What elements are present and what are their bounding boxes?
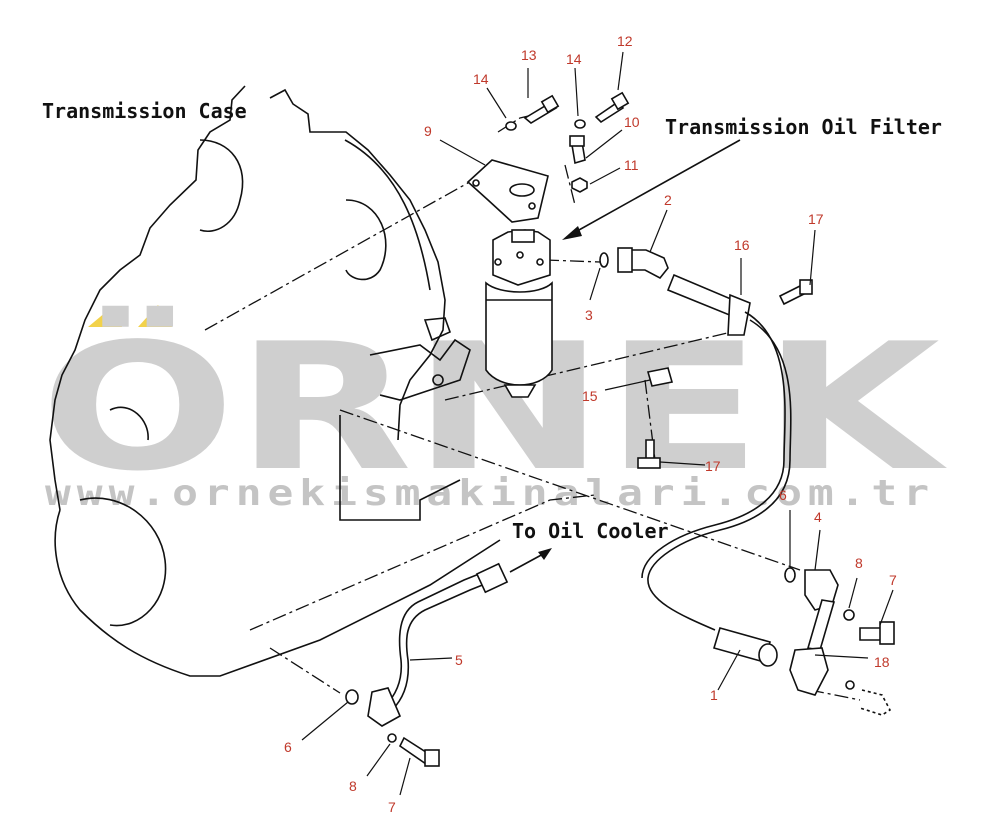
hose-clip (646, 367, 674, 387)
watermark-accent-right (138, 305, 172, 327)
callout-10: 10 (624, 114, 640, 130)
mounting-bolts (505, 91, 630, 193)
callout-16: 16 (734, 237, 750, 253)
callout-17-top: 17 (808, 211, 824, 227)
label-transmission-case: Transmission Case (42, 99, 247, 123)
callout-8-right: 8 (855, 555, 863, 571)
callout-7-right: 7 (889, 572, 897, 588)
elbow-fitting (617, 247, 669, 280)
callout-4: 4 (814, 509, 822, 525)
label-to-oil-cooler: To Oil Cooler (512, 519, 669, 543)
callout-6-right: 6 (779, 487, 787, 503)
assembly-centerlines (204, 111, 861, 701)
filter-bracket (466, 159, 549, 223)
callout-11: 11 (624, 157, 639, 173)
callout-3: 3 (585, 307, 593, 323)
watermark-url: www.ornekismakinalari.com.tr (45, 473, 935, 514)
part-number-callouts: 13 12 14 14 9 10 11 2 17 16 3 15 17 6 4 … (284, 33, 897, 815)
callout-6-left: 6 (284, 739, 292, 755)
transmission-case-outline (49, 85, 501, 677)
oil-hose (641, 273, 792, 631)
callout-12: 12 (617, 33, 633, 49)
label-transmission-oil-filter: Transmission Oil Filter (665, 115, 942, 139)
o-ring (599, 252, 609, 268)
flow-arrows (509, 139, 741, 573)
clip-bolts (637, 279, 813, 469)
oil-cooler-tube (345, 562, 509, 767)
callout-14-left: 14 (473, 71, 489, 87)
callout-1: 1 (710, 687, 718, 703)
callout-15: 15 (582, 388, 598, 404)
callout-5: 5 (455, 652, 463, 668)
callout-17-bottom: 17 (705, 458, 721, 474)
watermark-accent-left (88, 307, 122, 327)
callout-13: 13 (521, 47, 537, 63)
callout-18: 18 (874, 654, 890, 670)
cooler-fittings (712, 567, 895, 716)
callout-9: 9 (424, 123, 432, 139)
callout-7-left: 7 (388, 799, 396, 815)
callout-leaders (301, 51, 894, 796)
callout-2: 2 (664, 192, 672, 208)
oil-filter (485, 229, 553, 398)
callout-14-right: 14 (566, 51, 582, 67)
callout-8-left: 8 (349, 778, 357, 794)
